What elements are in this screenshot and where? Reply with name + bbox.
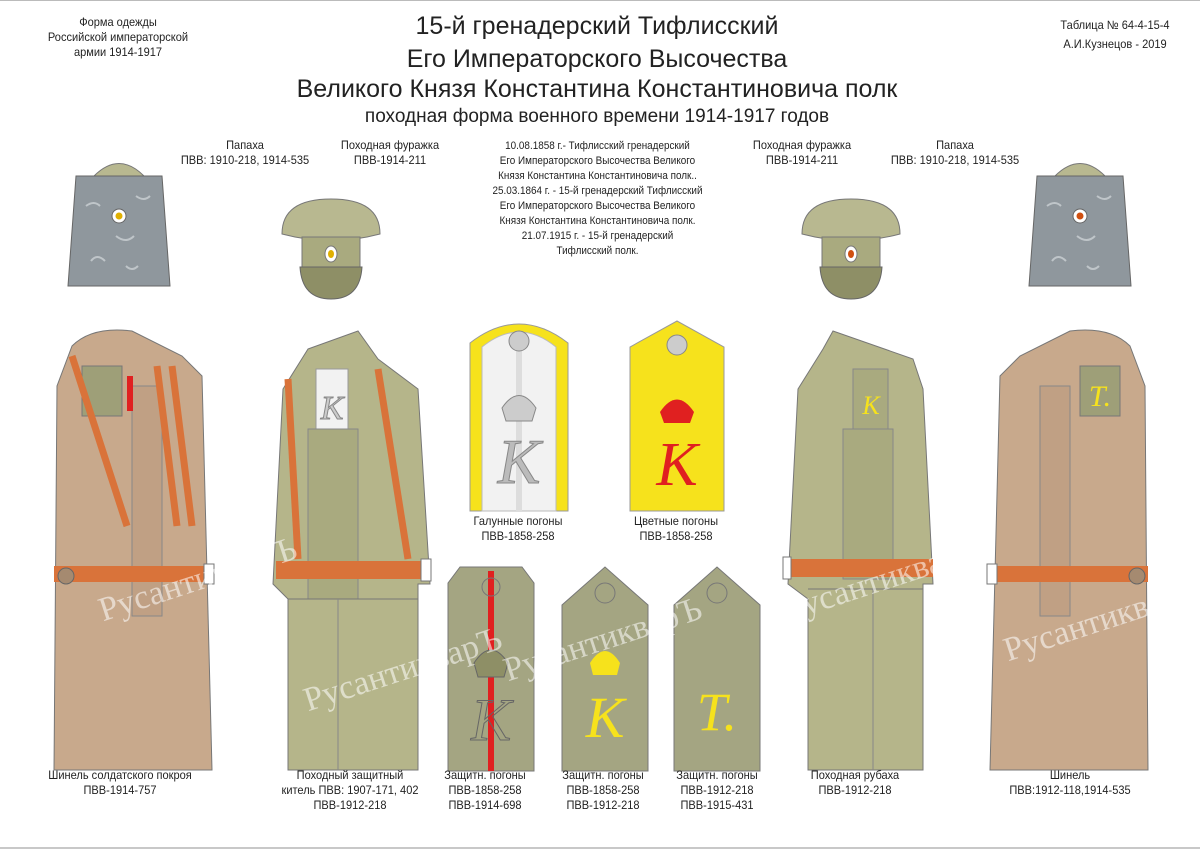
history-line: 21.07.1915 г. - 15-й гренадерский <box>521 229 674 242</box>
label-line: ПВВ-1914-757 <box>83 783 157 797</box>
tunic-label: Походный защитный китель ПВВ: 1907-171, … <box>276 768 423 813</box>
label-line: ПВВ: 1910-218, 1914-535 <box>180 153 310 167</box>
bottom-border <box>0 847 1200 849</box>
colored-shoulder-boards: К <box>629 320 725 512</box>
caption-line: армии 1914-1917 <box>73 45 163 59</box>
label-line: Походный защитный <box>296 768 404 782</box>
label-line: Походная рубаха <box>810 768 900 782</box>
papakha-right-label: Папаха ПВВ: 1910-218, 1914-535 <box>886 138 1024 168</box>
khaki-shoulder-boards-3: Т. <box>673 566 761 772</box>
title-line-1: 15-й гренадерский Тифлисский <box>415 12 779 40</box>
title-line-2: Его Императорского Высочества <box>406 45 788 73</box>
subtitle: походная форма военного времени 1914-191… <box>364 106 830 127</box>
label-line: ПВВ-1858-258 <box>481 529 555 543</box>
author: А.И.Кузнецов - 2019 <box>1063 36 1167 51</box>
label-line: Шинель <box>1049 768 1091 782</box>
history-line: Его Императорского Высочества Великого <box>499 154 696 167</box>
label-line: ПВВ-1912-218 <box>680 783 754 797</box>
label-line: Галунные погоны <box>473 514 563 528</box>
cypher-k: К <box>497 426 544 497</box>
label-line: ПВВ-1915-431 <box>680 798 754 812</box>
papakha-left-illustration <box>67 163 171 287</box>
label-line: Защитн. погоны <box>676 768 758 782</box>
cap-right-illustration <box>801 198 901 300</box>
cypher-t: Т. <box>1089 380 1111 413</box>
label-line: ПВВ-1858-258 <box>639 529 713 543</box>
history-line: Тифлисский полк. <box>556 244 639 257</box>
khaki-boards-2-label: Защитн. погоны ПВВ-1858-258 ПВВ-1912-218 <box>552 768 653 813</box>
field-shirt-illustration: К <box>782 330 934 771</box>
history-line: Князя Константина Константиновича полк. <box>499 214 696 227</box>
history-line: 25.03.1864 г. - 15-й гренадерский Тифлис… <box>492 184 703 197</box>
color-boards-label: Цветные погоны ПВВ-1858-258 <box>612 514 741 544</box>
greatcoat-illustration: Т. <box>986 329 1149 771</box>
label-line: Цветные погоны <box>633 514 719 528</box>
caption-line: Форма одежды <box>79 15 157 29</box>
title-line-3: Великого Князя Константина Константинови… <box>296 75 898 103</box>
label-line: Защитн. погоны <box>444 768 526 782</box>
khaki-shoulder-boards-1: К <box>447 566 535 772</box>
label-line: ПВВ-1912-218 <box>566 798 640 812</box>
galun-boards-label: Галунные погоны ПВВ-1858-258 <box>454 514 583 544</box>
cap-right-label: Походная фуражка ПВВ-1914-211 <box>747 138 857 168</box>
label-line: Походная фуражка <box>752 138 852 152</box>
label-line: ПВВ-1914-211 <box>353 153 427 167</box>
label-line: Защитн. погоны <box>562 768 644 782</box>
label-line: Папаха <box>226 138 264 152</box>
cypher-k: К <box>585 685 628 750</box>
soldier-greatcoat-illustration <box>53 329 215 771</box>
label-line: ПВВ-1912-218 <box>313 798 387 812</box>
label-line: Папаха <box>936 138 974 152</box>
table-number: Таблица № 64-4-15-4 А.И.Кузнецов - 2019 <box>1037 16 1193 53</box>
cap-left-label: Походная фуражка ПВВ-1914-211 <box>335 138 445 168</box>
history-line: 10.08.1858 г.- Тифлисский гренадерский <box>505 140 690 152</box>
cypher-t: Т. <box>697 682 737 742</box>
label-line: ПВВ-1914-698 <box>448 798 522 812</box>
label-line: ПВВ-1858-258 <box>566 783 640 797</box>
khaki-boards-3-label: Защитн. погоны ПВВ-1912-218 ПВВ-1915-431 <box>666 768 767 813</box>
history-line: Его Императорского Высочества Великого <box>499 199 696 212</box>
cap-left-illustration <box>281 198 381 300</box>
field-tunic-illustration: К <box>272 330 432 771</box>
table-id: Таблица № 64-4-15-4 <box>1060 18 1170 32</box>
papakha-left-label: Папаха ПВВ: 1910-218, 1914-535 <box>176 138 314 168</box>
cypher-k: К <box>470 687 514 753</box>
soldier-greatcoat-label: Шинель солдатского покроя ПВВ-1914-757 <box>37 768 203 798</box>
khaki-shoulder-boards-2: К <box>561 566 649 772</box>
regiment-history: 10.08.1858 г.- Тифлисский гренадерский Е… <box>469 139 726 259</box>
label-line: Походная фуражка <box>340 138 440 152</box>
label-line: ПВВ-1858-258 <box>448 783 522 797</box>
label-line: ПВВ:1912-118,1914-535 <box>1009 783 1131 797</box>
label-line: ПВВ-1912-218 <box>818 783 892 797</box>
papakha-right-illustration <box>1028 163 1132 287</box>
cypher-k: К <box>861 391 881 420</box>
label-line: китель ПВВ: 1907-171, 402 <box>281 783 419 797</box>
series-caption: Форма одежды Российской императорской ар… <box>46 15 190 60</box>
greatcoat-label: Шинель ПВВ:1912-118,1914-535 <box>996 768 1143 798</box>
label-line: ПВВ-1914-211 <box>765 153 839 167</box>
caption-line: Российской императорской <box>47 30 189 44</box>
label-line: Шинель солдатского покроя <box>48 768 192 782</box>
galun-shoulder-boards: К <box>469 323 569 512</box>
khaki-boards-1-label: Защитн. погоны ПВВ-1858-258 ПВВ-1914-698 <box>434 768 535 813</box>
cypher-k: К <box>655 431 701 499</box>
shirt-label: Походная рубаха ПВВ-1912-218 <box>795 768 915 798</box>
label-line: ПВВ: 1910-218, 1914-535 <box>890 153 1020 167</box>
history-line: Князя Константина Константиновича полк.. <box>498 169 697 182</box>
cypher-k: К <box>320 390 346 427</box>
